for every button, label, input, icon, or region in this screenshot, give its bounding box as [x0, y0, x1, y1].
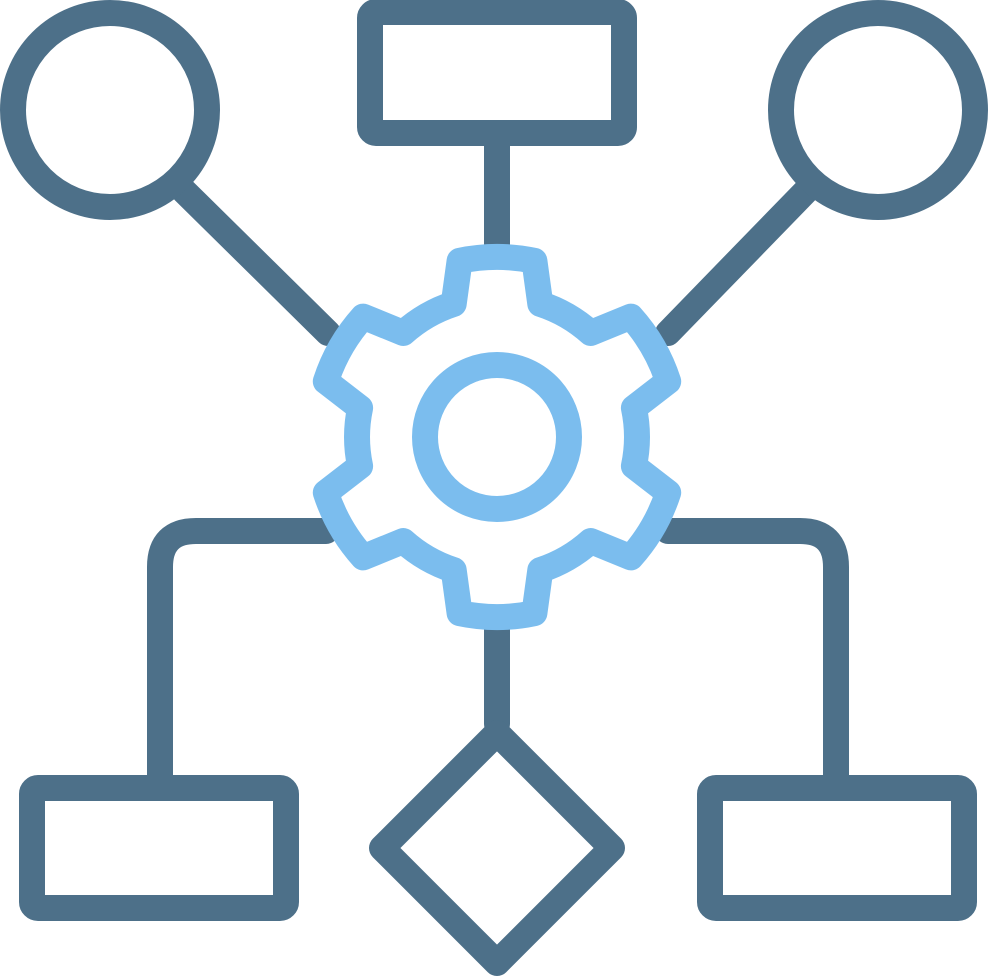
connector-bottom-right — [655, 518, 849, 794]
circle-node-top-left — [0, 0, 220, 220]
gear-hub-circle — [412, 352, 582, 522]
rectangle-node-bottom-right — [697, 775, 977, 921]
diamond-node-bottom-center — [369, 720, 625, 976]
rectangle-node-bottom-left — [19, 775, 299, 921]
circle-node-top-right — [768, 0, 988, 220]
connector-top-right — [655, 178, 819, 346]
gear-icon — [312, 244, 682, 630]
connector-bottom-left — [147, 518, 339, 794]
connector-group — [147, 130, 849, 794]
connector-top-left — [171, 178, 341, 346]
rectangle-node-top-center — [357, 0, 637, 146]
gear-outline — [312, 244, 682, 630]
